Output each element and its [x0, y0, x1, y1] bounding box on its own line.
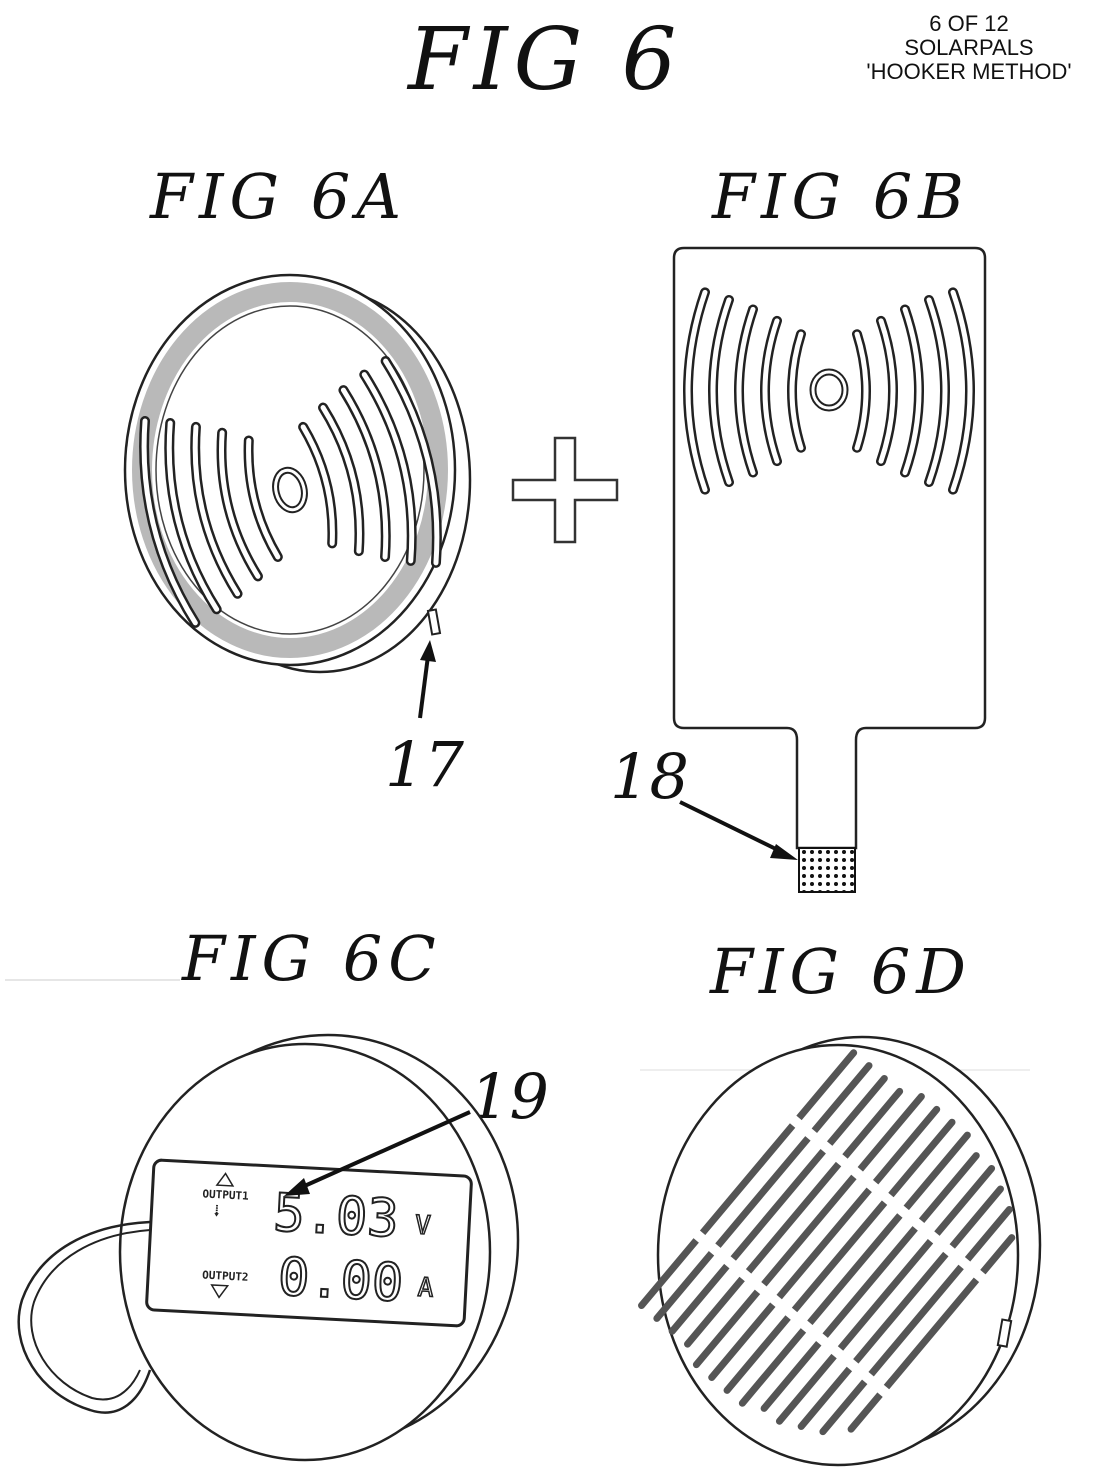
ref-17-label: 17	[385, 728, 464, 801]
fig-6c-power-bank: OUTPUT1 ⭭ 5.03 V OUTPUT2 0.00 A	[5, 979, 520, 1462]
arrow-18	[679, 800, 798, 860]
bank-display	[145, 1158, 473, 1328]
patch-connector	[798, 847, 856, 893]
sheet-number: 6 OF 12	[929, 11, 1009, 36]
page-title: FIG 6	[408, 10, 683, 110]
arrow-19	[284, 1110, 471, 1196]
pad-wireless-symbol	[129, 357, 453, 627]
fig-6a-title: FIG 6A	[150, 160, 407, 233]
voltage-unit: V	[414, 1211, 431, 1242]
charging-cable	[17, 1220, 152, 1414]
pad-port	[426, 608, 442, 636]
voltage-readout: 5.03	[272, 1183, 400, 1249]
current-readout: 0.00	[277, 1247, 405, 1313]
ref-18-label: 18	[610, 740, 689, 813]
output1-label: OUTPUT1	[202, 1187, 249, 1202]
solar-cells	[638, 1049, 1016, 1436]
solar-port	[996, 1318, 1013, 1348]
current-unit: A	[417, 1273, 435, 1304]
usb-icon: ⭭	[213, 1201, 220, 1222]
method-name: 'HOOKER METHOD'	[866, 59, 1072, 84]
output2-label: OUTPUT2	[202, 1268, 249, 1283]
fig-6b-receiver-patch	[672, 246, 987, 893]
plus-sign	[511, 436, 619, 544]
up-arrow-icon	[215, 1172, 235, 1187]
arrow-17	[418, 640, 436, 719]
fig-6a-charging-pad	[125, 273, 472, 674]
fig-6d-title: FIG 6D	[710, 935, 972, 1008]
sheet-info: 6 OF 12 SOLARPALS 'HOOKER METHOD'	[838, 12, 1100, 84]
patch-wireless-symbol	[688, 292, 970, 490]
down-arrow-icon	[210, 1284, 230, 1299]
fig-6c-title: FIG 6C	[182, 922, 442, 995]
fig-6b-title: FIG 6B	[712, 160, 970, 233]
fig-6d-solar-back	[638, 1035, 1042, 1467]
project-name: SOLARPALS	[904, 35, 1034, 60]
pad-inner-face	[155, 305, 425, 635]
